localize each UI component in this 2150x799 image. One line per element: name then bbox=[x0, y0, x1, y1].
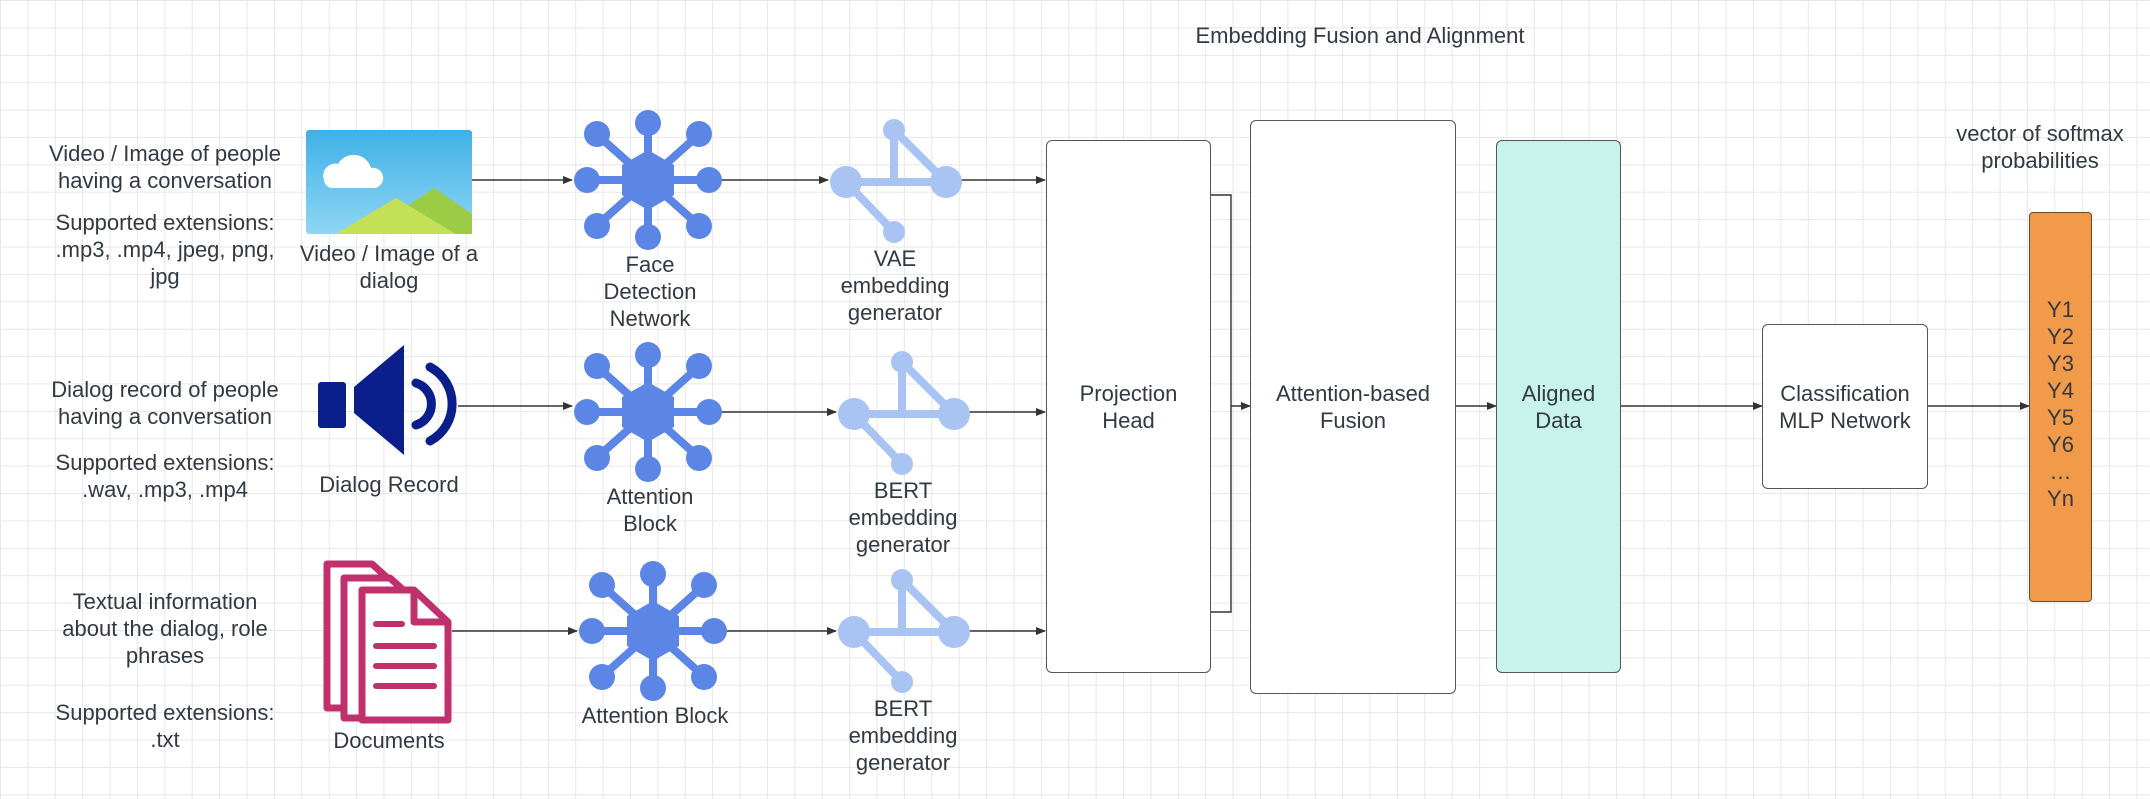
attention-block-2-label: Attention Block bbox=[581, 703, 729, 728]
aligned-data-label: Aligned Data bbox=[1521, 380, 1596, 433]
attention-block-1-label: Attention Block bbox=[606, 484, 694, 536]
documents-icon-label: Documents bbox=[333, 728, 445, 753]
output-item: Y5 bbox=[2047, 405, 2074, 430]
image-icon bbox=[306, 130, 472, 234]
output-item: … bbox=[2049, 459, 2072, 484]
input-text-extensions: Supported extensions: .txt bbox=[55, 700, 275, 752]
softmax-output-bar bbox=[2029, 212, 2092, 602]
aligned-data-box bbox=[1496, 140, 1621, 673]
attention-fusion-box bbox=[1250, 120, 1456, 694]
speaker-icon bbox=[318, 345, 457, 455]
input-audio-extensions: Supported extensions: .wav, .mp3, .mp4 bbox=[55, 450, 275, 502]
embedding-icon-vae bbox=[830, 119, 962, 243]
vae-generator-label: VAE embedding generator bbox=[840, 246, 950, 325]
classification-mlp-box bbox=[1762, 324, 1928, 489]
speaker-icon-label: Dialog Record bbox=[319, 472, 459, 497]
bert-generator-1-label: BERT embedding generator bbox=[848, 478, 958, 557]
output-item: Y6 bbox=[2047, 432, 2074, 457]
diagram-title: Embedding Fusion and Alignment bbox=[1195, 23, 1525, 48]
face-detection-label: Face Detection Network bbox=[603, 252, 697, 331]
bert-generator-2-label: BERT embedding generator bbox=[848, 696, 958, 775]
projection-bracket bbox=[1211, 194, 1232, 613]
attention-fusion-label: Attention-based Fusion bbox=[1275, 381, 1431, 433]
network-icon-attention-block-2 bbox=[579, 561, 727, 701]
image-icon-label: Video / Image of a dialog bbox=[299, 241, 479, 293]
output-item: Y1 bbox=[2047, 297, 2074, 322]
projection-head-box bbox=[1046, 140, 1211, 673]
input-video-extensions: Supported extensions: .mp3, .mp4, jpeg, … bbox=[55, 210, 275, 289]
embedding-icon-bert-2 bbox=[838, 569, 970, 693]
projection-head-label: Projection Head bbox=[1079, 380, 1178, 433]
network-icon-face-detection bbox=[574, 110, 722, 250]
output-item: Yn bbox=[2047, 486, 2074, 511]
output-item: Y2 bbox=[2047, 324, 2074, 349]
classification-mlp-label: Classification MLP Network bbox=[1779, 380, 1911, 433]
output-item: Y3 bbox=[2047, 351, 2074, 376]
output-item: Y4 bbox=[2047, 378, 2074, 403]
network-icon-attention-block-1 bbox=[574, 342, 722, 482]
softmax-vector-label: vector of softmax probabilities bbox=[1956, 121, 2124, 173]
embedding-icon-bert-1 bbox=[838, 351, 970, 475]
input-video-description: Video / Image of people having a convers… bbox=[49, 141, 281, 193]
input-text-description: Textual information about the dialog, ro… bbox=[62, 589, 268, 668]
documents-icon bbox=[323, 560, 452, 724]
input-audio-description: Dialog record of people having a convers… bbox=[51, 377, 279, 429]
softmax-output-list: Y1 Y2 Y3 Y4 Y5 Y6 … Yn bbox=[2029, 296, 2092, 512]
